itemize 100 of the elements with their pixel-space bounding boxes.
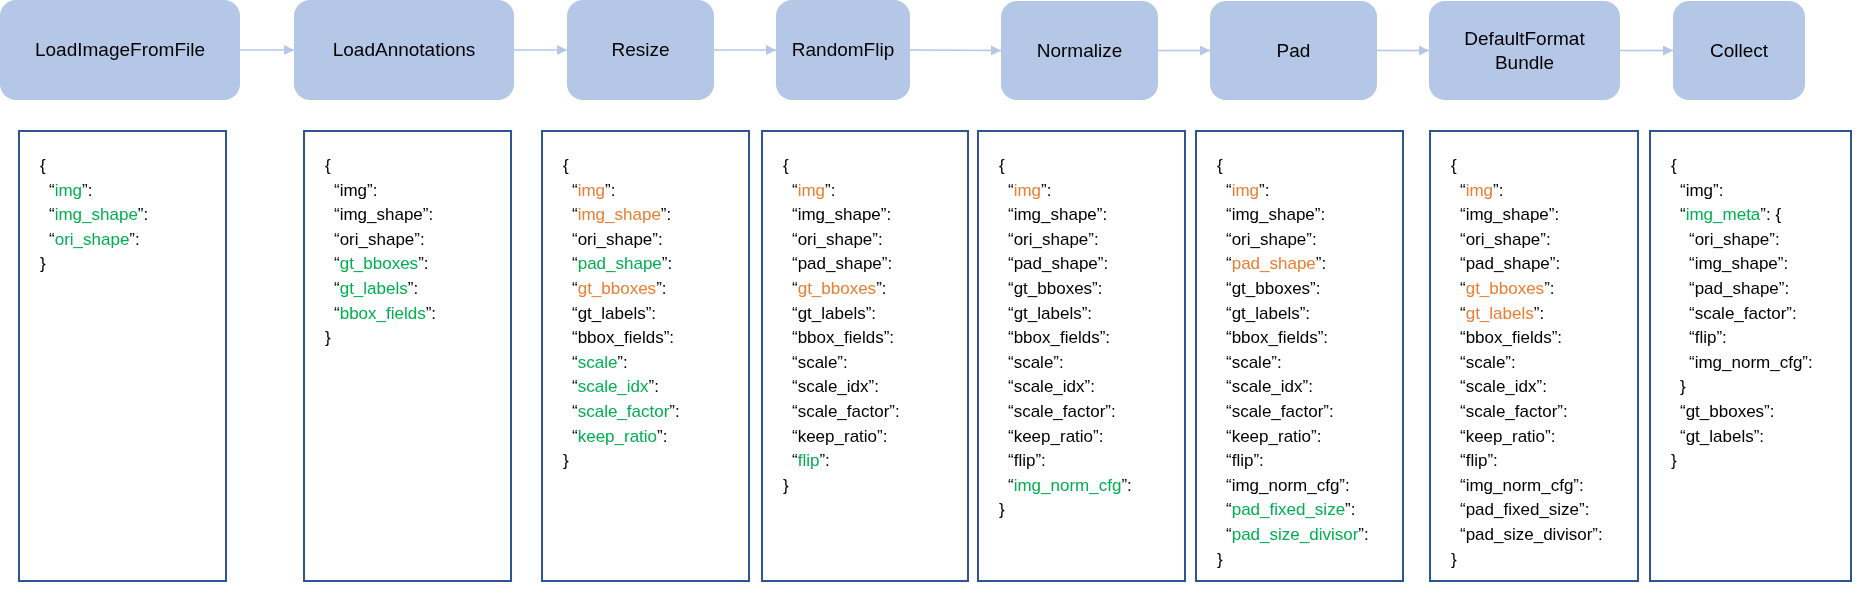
code-line: “img”: (571, 179, 617, 202)
code-line: “img”: (1007, 179, 1053, 202)
code-line: “img_shape”: (1688, 253, 1790, 276)
code-line: “gt_bboxes”: (1007, 277, 1104, 300)
code-line: “img_shape”: (1459, 204, 1561, 227)
code-line: “scale_factor”: (1688, 302, 1798, 325)
code-line: { (1217, 155, 1224, 177)
step-label: Resize (610, 38, 671, 62)
code-line: “ori_shape”: (48, 228, 141, 251)
arrow (239, 45, 295, 55)
code-line: “scale”: (1225, 351, 1283, 374)
code-line: “img”: (1679, 179, 1725, 202)
code-line: “scale_factor”: (571, 400, 681, 423)
code-line: } (783, 474, 790, 497)
code-line: “ori_shape”: (1225, 228, 1318, 251)
code-line: “gt_labels”: (1679, 425, 1766, 448)
step-label: DefaultFormat Bundle (1463, 26, 1586, 75)
code-line: “scale_factor”: (791, 400, 901, 423)
code-panel (977, 130, 1186, 582)
code-line: “keep_ratio”: (1225, 425, 1323, 448)
code-line: “img_shape”: (1225, 204, 1327, 227)
code-line: “bbox_fields”: (1459, 327, 1564, 350)
code-line: “flip”: (1459, 450, 1499, 473)
arrow (1619, 45, 1674, 56)
process-box (0, 0, 240, 100)
code-line: “img_shape”: (333, 204, 435, 227)
code-line: “img”: (1225, 179, 1271, 202)
code-line: { (40, 155, 47, 177)
code-line: “ori_shape”: (333, 228, 426, 251)
code-line: “img_meta”: { (1679, 204, 1783, 227)
process-box (776, 0, 910, 100)
code-line: “scale”: (1459, 351, 1517, 374)
arrow (1376, 45, 1430, 56)
process-box (294, 0, 514, 100)
step-label: RandomFlip (790, 38, 896, 62)
code-line: “scale_factor”: (1459, 400, 1569, 423)
code-line: “img”: (333, 179, 379, 202)
code-panel (18, 130, 227, 582)
code-line: “img_norm_cfg”: (1459, 474, 1585, 497)
process-box (1429, 1, 1620, 100)
code-line: “scale”: (1007, 351, 1065, 374)
code-line: “bbox_fields”: (1007, 327, 1112, 350)
code-line: “bbox_fields”: (333, 302, 438, 325)
code-line: “ori_shape”: (791, 228, 884, 251)
code-line: “scale_idx”: (1459, 376, 1548, 399)
process-box (1673, 1, 1805, 100)
code-line: “ori_shape”: (571, 228, 664, 251)
code-line: “gt_bboxes”: (1679, 400, 1776, 423)
code-line: “pad_shape”: (1007, 253, 1110, 276)
code-line: “flip”: (791, 450, 831, 473)
code-line: “pad_size_divisor”: (1459, 523, 1604, 546)
code-line: “scale”: (791, 351, 849, 374)
code-line: “img_shape”: (571, 204, 673, 227)
code-line: } (40, 253, 47, 276)
code-line: { (563, 155, 570, 177)
code-line: “scale_idx”: (1225, 376, 1314, 399)
code-line: “scale_factor”: (1225, 400, 1335, 423)
code-line: “keep_ratio”: (1459, 425, 1557, 448)
code-line: } (999, 499, 1006, 522)
code-line: “gt_labels”: (571, 302, 658, 325)
code-line: “img_shape”: (48, 204, 150, 227)
code-line: “ori_shape”: (1459, 228, 1552, 251)
code-panel (541, 130, 750, 582)
code-line: “img”: (1459, 179, 1505, 202)
code-line: “pad_fixed_size”: (1225, 499, 1357, 522)
step-label: Normalize (1035, 38, 1124, 63)
code-line: “keep_ratio”: (1007, 425, 1105, 448)
code-line: } (1679, 376, 1687, 399)
code-line: } (1451, 548, 1458, 571)
code-line: “img_norm_cfg”: (1225, 474, 1351, 497)
code-line: “pad_fixed_size”: (1459, 499, 1591, 522)
code-line: “bbox_fields”: (791, 327, 896, 350)
code-panel (1649, 130, 1852, 582)
code-line: “img”: (48, 179, 94, 202)
step-label: LoadAnnotations (331, 38, 477, 62)
code-line: “img”: (791, 179, 837, 202)
code-line: “flip”: (1225, 450, 1265, 473)
code-line: “pad_shape”: (791, 253, 894, 276)
code-line: “gt_labels”: (1459, 302, 1546, 325)
code-line: “pad_shape”: (1688, 277, 1791, 300)
code-line: { (325, 155, 332, 177)
code-line: “pad_size_divisor”: (1225, 523, 1370, 546)
code-line: “scale_idx”: (791, 376, 880, 399)
code-line: “scale”: (571, 351, 629, 374)
code-line: “gt_labels”: (333, 277, 420, 300)
code-panel (761, 130, 969, 582)
code-line: “gt_labels”: (1225, 302, 1312, 325)
step-label: Pad (1275, 38, 1312, 63)
code-line: “pad_shape”: (1225, 253, 1328, 276)
code-line: “gt_labels”: (791, 302, 878, 325)
code-line: } (1671, 450, 1678, 473)
code-line: } (1217, 548, 1224, 571)
code-line: “scale_idx”: (571, 376, 660, 399)
code-line: “gt_bboxes”: (791, 277, 888, 300)
code-line: “flip”: (1007, 450, 1047, 473)
code-line: “ori_shape”: (1007, 228, 1100, 251)
arrow (1157, 45, 1211, 56)
code-line: “pad_shape”: (1459, 253, 1562, 276)
code-line: “bbox_fields”: (571, 327, 676, 350)
code-line: “keep_ratio”: (791, 425, 889, 448)
